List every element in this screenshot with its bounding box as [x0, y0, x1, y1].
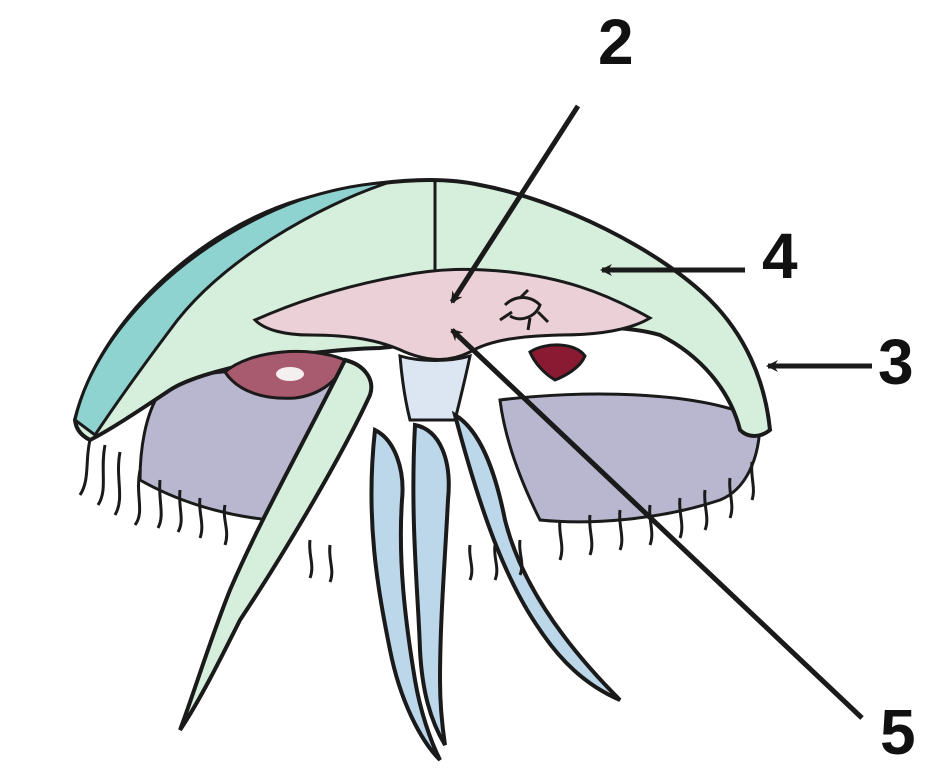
label-4: 4 [762, 224, 798, 288]
pointer-5 [452, 330, 862, 718]
manubrium [400, 356, 470, 420]
gonad-left-spot [276, 367, 304, 381]
gonad-right [530, 345, 585, 380]
label-2: 2 [598, 10, 634, 74]
label-3: 3 [878, 330, 914, 394]
label-5: 5 [880, 700, 916, 764]
